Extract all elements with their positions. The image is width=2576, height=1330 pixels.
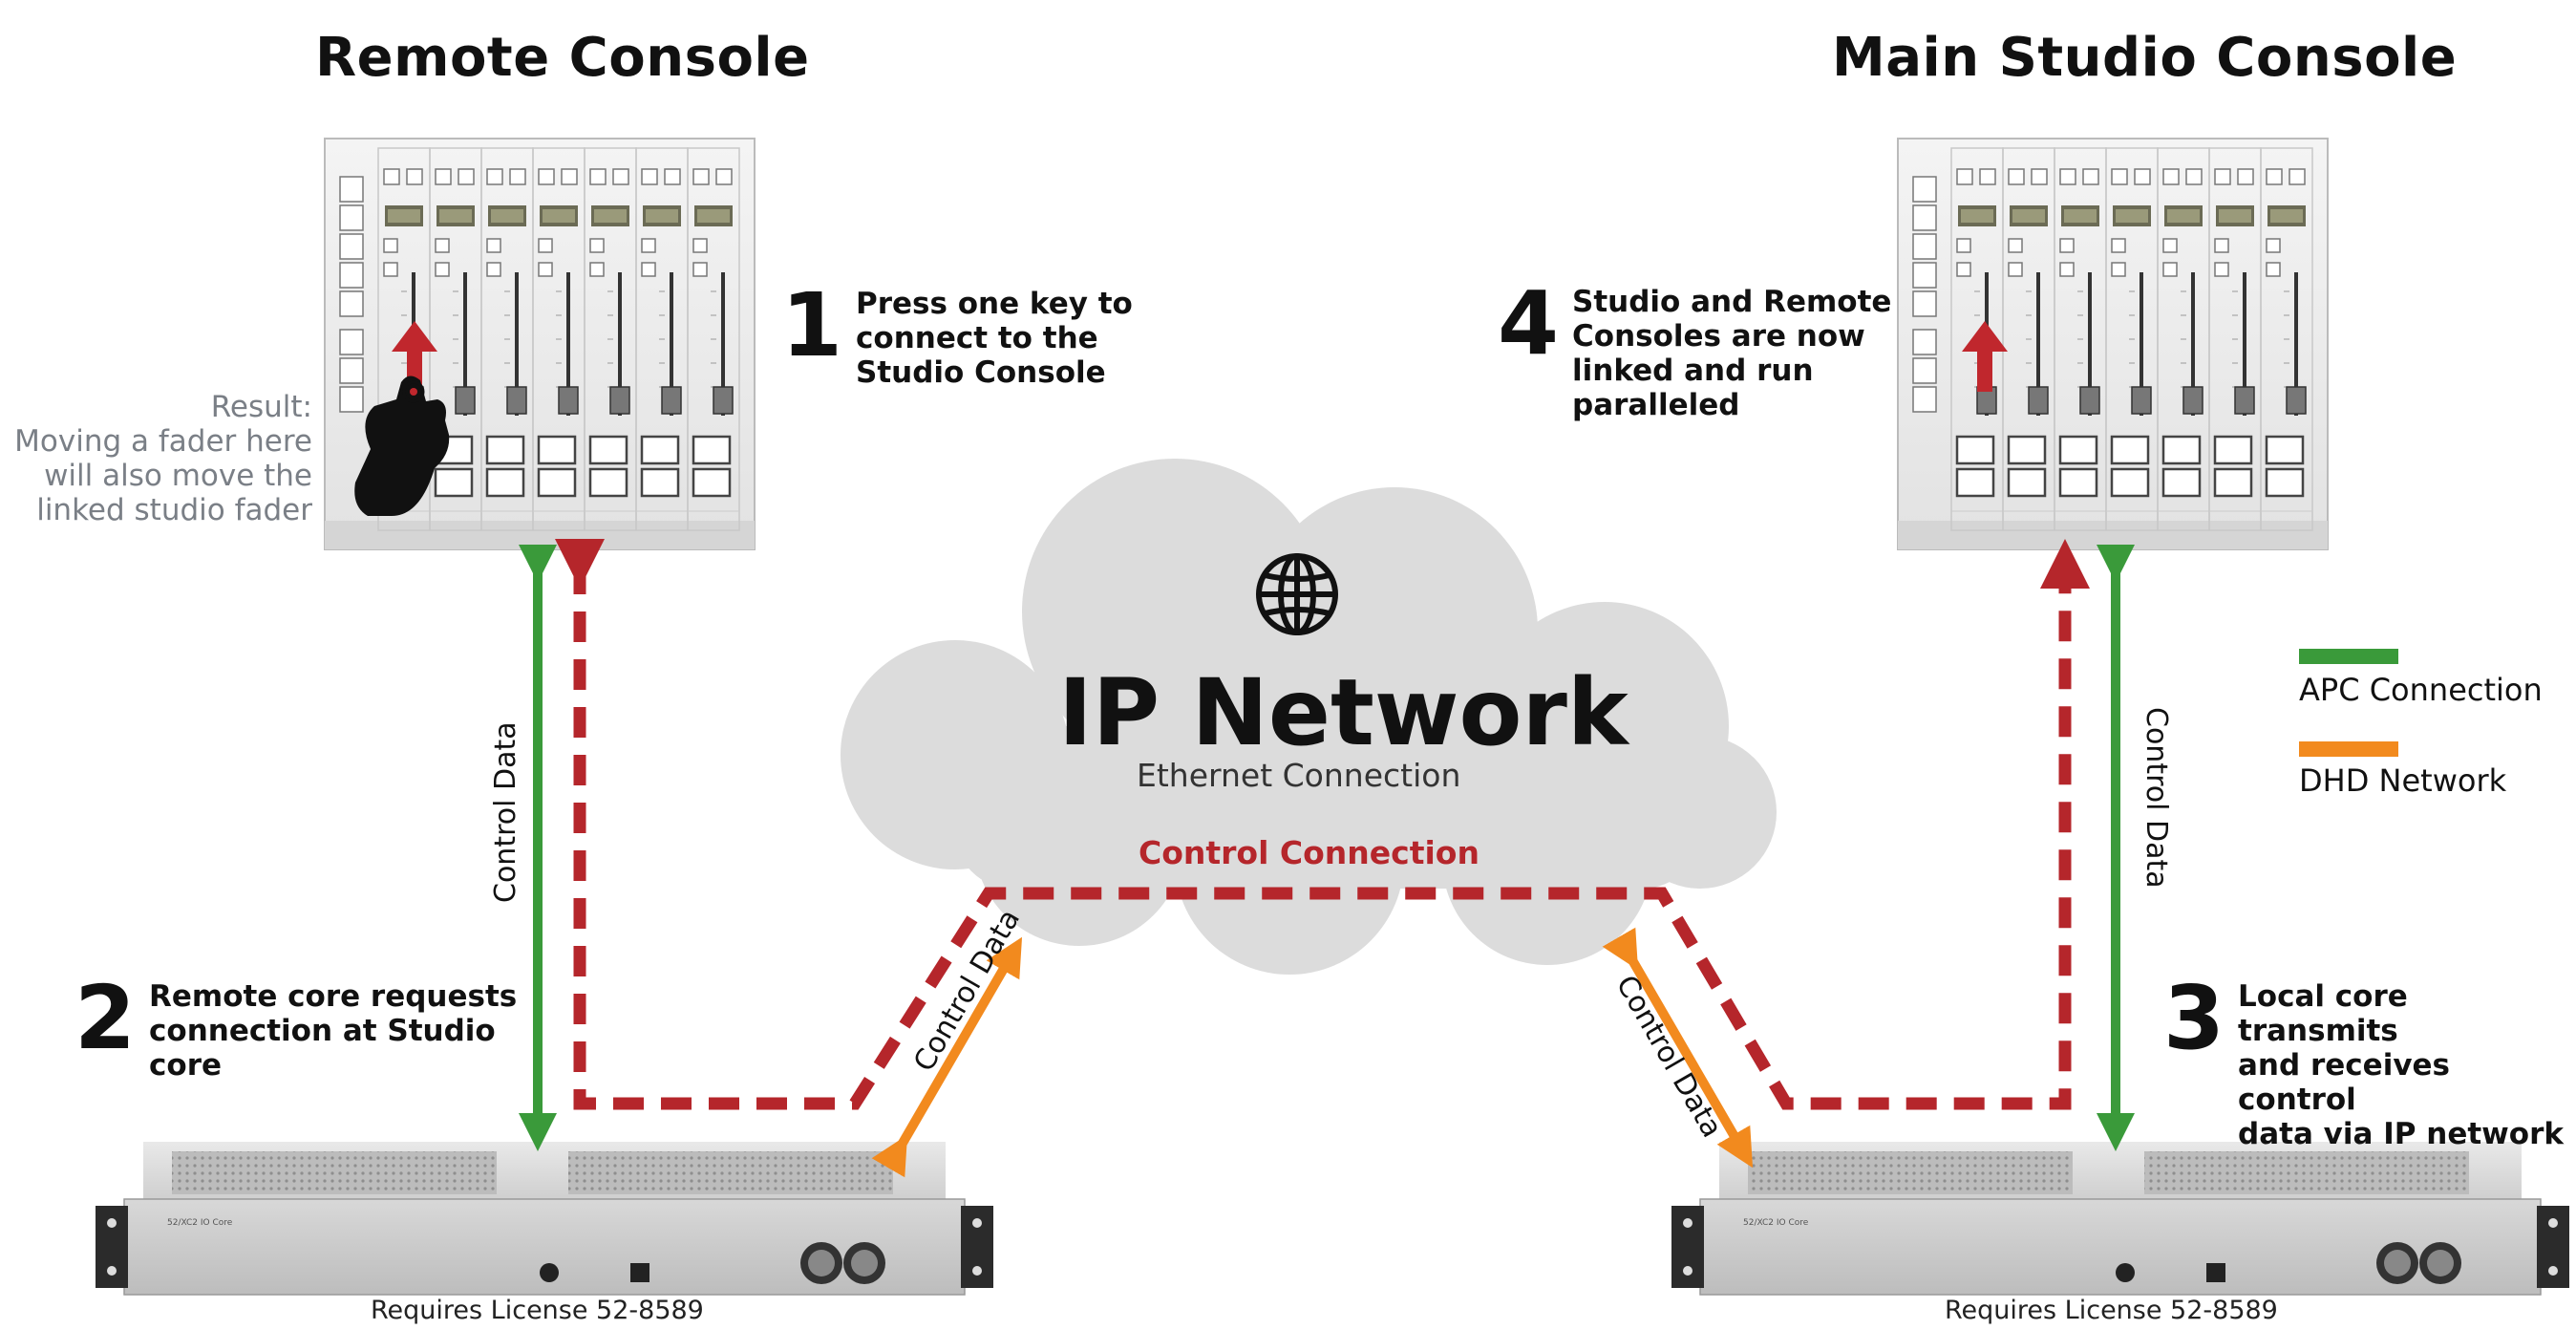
step-text: Press one key to connect to the Studio C… [856,287,1133,390]
studio-dhd-link [1602,927,1754,1169]
network-subtitle: Ethernet Connection [1137,757,1461,794]
remote-control-data-label: Control Data [489,721,522,903]
studio-core-model-label: 52/XC2 IO Core [1743,1218,1809,1228]
studio-console-device [1897,138,2329,550]
studio-console-title: Main Studio Console [1832,27,2458,89]
remote-core-device [96,1142,993,1296]
step-number: 3 [2163,967,2225,1069]
step-4: 4 Studio and Remote Consoles are now lin… [1498,272,1892,423]
network-title: IP Network [1058,659,1629,766]
legend-apc-swatch [2299,649,2398,664]
control-connection-line [555,539,2090,1110]
studio-control-data-label: Control Data [2140,707,2173,889]
legend-dhd-label: DHD Network [2299,762,2507,799]
globe-icon [1256,553,1338,635]
step-text: Local core transmits and receives contro… [2238,979,2565,1151]
remote-dhd-link [871,936,1023,1178]
legend-apc-label: APC Connection [2299,672,2543,708]
step-number: 4 [1498,272,1560,375]
result-note: Result: Moving a fader here will also mo… [14,390,312,527]
studio-core-device [1671,1142,2569,1296]
legend-dhd-swatch [2299,741,2398,757]
studio-fader-move-arrow [1962,321,2008,392]
step-3: 3 Local core transmits and receives cont… [2163,967,2576,1152]
control-connection-label: Control Connection [1139,834,1480,871]
step-text: Remote core requests connection at Studi… [149,979,518,1083]
studio-license-label: Requires License 52-8589 [1945,1296,2278,1325]
step-number: 2 [75,967,137,1069]
step-2: 2 Remote core requests connection at Stu… [75,967,518,1083]
remote-core-model-label: 52/XC2 IO Core [167,1218,233,1228]
step-number: 1 [781,274,843,376]
remote-license-label: Requires License 52-8589 [371,1296,704,1325]
hand-pointer-icon [354,375,450,516]
remote-console-title: Remote Console [315,27,810,89]
step-1: 1 Press one key to connect to the Studio… [781,274,1133,391]
step-text: Studio and Remote Consoles are now linke… [1572,285,1892,422]
